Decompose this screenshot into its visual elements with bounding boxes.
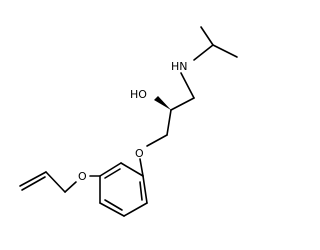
- bond-ether-o-to-ring: [139, 158, 144, 177]
- bond-ch2-to-ether-o: [146, 134, 168, 147]
- atom-label-amine: HN: [171, 60, 188, 73]
- stereo-wedge-bond: [154, 96, 171, 110]
- ring-double-bond-3: [104, 168, 121, 179]
- bond-isopropyl-upper: [200, 26, 214, 46]
- atom-label-ether-lower: O: [78, 170, 87, 183]
- bond-n-to-ch2: [180, 72, 195, 99]
- ring-bond-5: [99, 162, 122, 177]
- ring-bond-3: [99, 202, 125, 217]
- atom-label-ether-upper: O: [135, 147, 144, 160]
- atom-label-hydroxyl: HO: [130, 88, 147, 101]
- ring-double-bond-1: [139, 181, 143, 201]
- bond-allyl-double-inner: [21, 176, 46, 191]
- bond-allyl-ch2-to-ch: [45, 171, 66, 193]
- bond-chiral-to-ch2-ether: [166, 109, 172, 136]
- bond-ch2-to-chiral: [170, 97, 195, 111]
- ring-bond-1: [142, 175, 148, 204]
- ring-double-bond-2: [104, 199, 123, 211]
- bond-lower-o-to-allyl: [64, 181, 77, 193]
- chemical-structure: HN HO O O: [19, 26, 238, 217]
- ring-bond-6: [120, 162, 144, 177]
- ring-bond-2: [123, 202, 148, 217]
- bond-isopropyl-to-n: [193, 44, 214, 61]
- bond-allyl-double-outer: [19, 171, 47, 187]
- bond-isopropyl-lower: [212, 44, 238, 58]
